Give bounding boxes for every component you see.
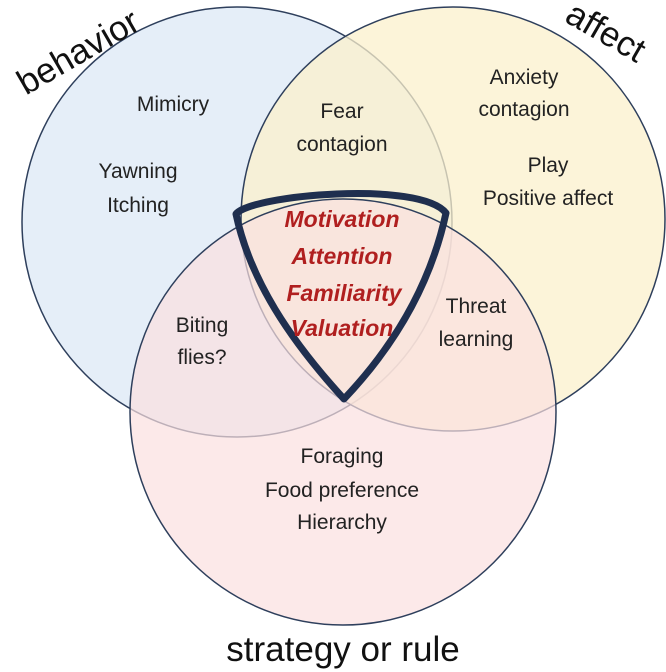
item-anxiety-contagion: contagion xyxy=(478,98,569,121)
item-yawning: Yawning xyxy=(99,160,178,183)
item-itching: Itching xyxy=(107,194,169,217)
item-biting: Biting xyxy=(176,314,229,337)
item-fear: Fear xyxy=(320,100,363,123)
item-threat: Threat xyxy=(446,295,507,318)
item-anxiety: Anxiety xyxy=(490,66,559,89)
item-learning: learning xyxy=(439,328,514,351)
item-play: Play xyxy=(528,154,569,177)
label-strategy: strategy or rule xyxy=(226,630,459,669)
item-fear-contagion: contagion xyxy=(296,133,387,156)
item-food-preference: Food preference xyxy=(265,479,419,502)
item-positive-affect: Positive affect xyxy=(483,187,614,210)
core-valuation: Valuation xyxy=(291,315,394,341)
item-foraging: Foraging xyxy=(301,445,384,468)
core-familiarity: Familiarity xyxy=(286,280,402,306)
item-flies: flies? xyxy=(177,346,226,369)
item-mimicry: Mimicry xyxy=(137,93,210,116)
core-motivation: Motivation xyxy=(285,206,400,232)
item-hierarchy: Hierarchy xyxy=(297,511,387,534)
core-attention: Attention xyxy=(291,243,393,269)
core-intersection-outline xyxy=(232,190,450,403)
strategy-circle xyxy=(129,198,557,626)
